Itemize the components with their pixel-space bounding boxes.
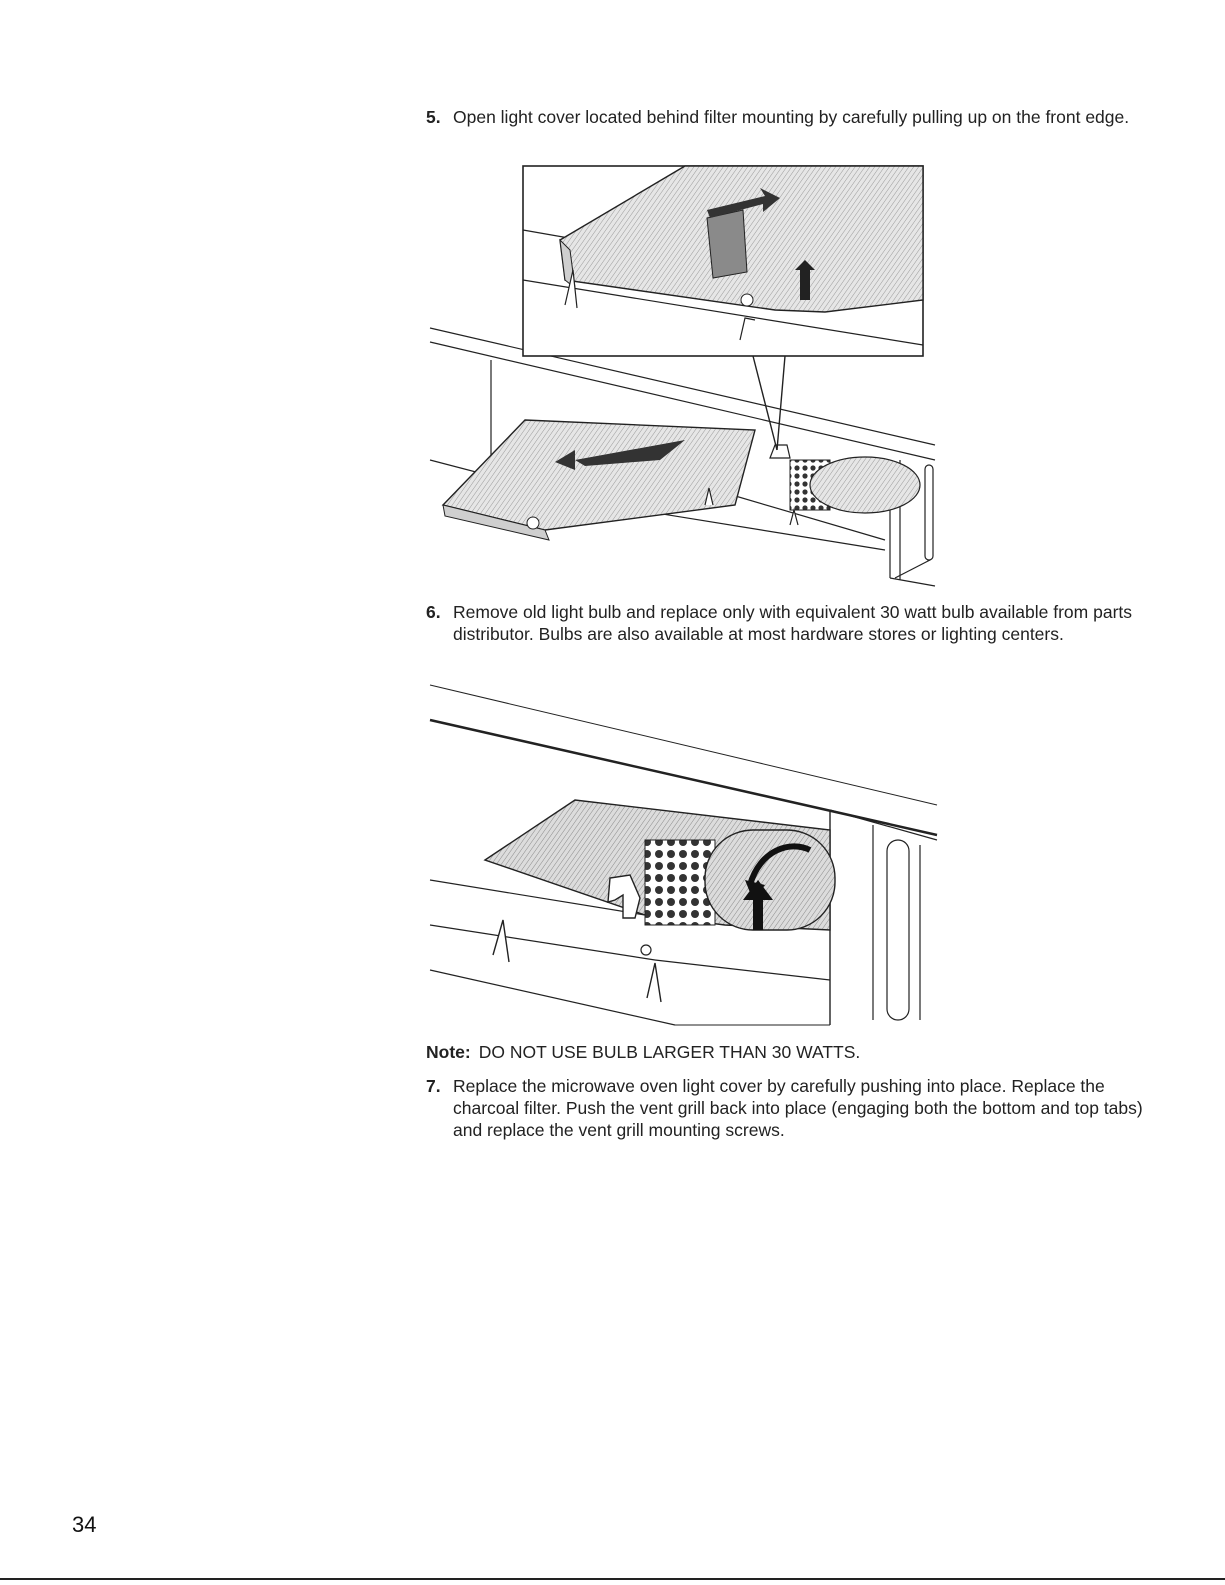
step-number: 7.	[426, 1076, 441, 1096]
page-number: 34	[72, 1512, 97, 1537]
step-text: Replace the microwave oven light cover b…	[453, 1076, 1143, 1140]
bulb-replacement-illustration	[429, 684, 938, 1026]
step-text: Open light cover located behind filter m…	[453, 107, 1130, 127]
note: Note: DO NOT USE BULB LARGER THAN 30 WATT…	[426, 1041, 1156, 1063]
step-number: 6.	[426, 602, 441, 622]
step-5: 5. Open light cover located behind filte…	[426, 106, 1156, 128]
bottom-rule	[0, 1578, 1225, 1580]
step-number: 5.	[426, 107, 441, 127]
light-cover-open-illustration	[429, 165, 936, 587]
note-text: DO NOT USE BULB LARGER THAN 30 WATTS.	[478, 1042, 861, 1062]
step-text: Remove old light bulb and replace only w…	[453, 602, 1133, 644]
note-label: Note:	[426, 1042, 471, 1062]
step-6: 6. Remove old light bulb and replace onl…	[426, 601, 1156, 645]
step-7: 7. Replace the microwave oven light cove…	[426, 1075, 1156, 1141]
